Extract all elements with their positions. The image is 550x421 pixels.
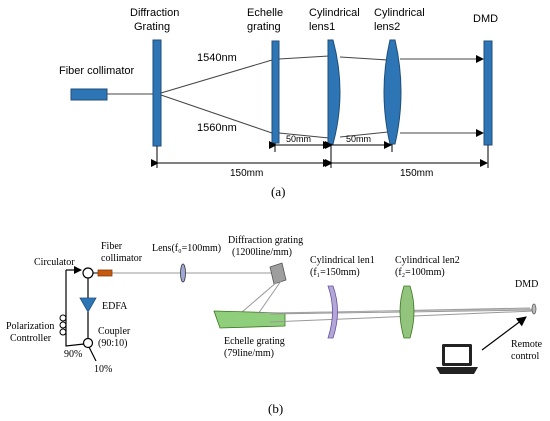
label-cyl-lens1-2: lens1 (309, 21, 335, 33)
label-diffraction-grating-1: Diffraction (130, 7, 179, 19)
label-cyl-lens2-2: lens2 (374, 21, 400, 33)
cylindrical-len1-b (327, 285, 338, 339)
beam-1540-a (160, 59, 273, 94)
label-cyl-len1-2: (f₁=150mm) (310, 267, 360, 278)
echelle-grating-a (271, 40, 280, 144)
fiber-coupler-90 (65, 270, 85, 347)
beam-1560-to-lens1 (278, 132, 330, 139)
beam-1540-to-lens1 (278, 55, 330, 60)
label-polarization-1: Polarization (6, 321, 54, 332)
label-cyl-lens1-1: Cylindrical (309, 7, 360, 19)
echelle-beam-top-fan2 (254, 308, 534, 314)
fiber-coupler-10 (88, 346, 97, 362)
label-echelle-b-1: Echelle grating (224, 336, 285, 347)
label-1560nm: 1560nm (197, 122, 237, 134)
label-remote-2: control (511, 351, 540, 362)
label-lens-f0: Lens(f₀=100mm) (152, 243, 221, 254)
cylindrical-len2-b (399, 285, 415, 339)
fiber-collimator-a (70, 88, 108, 101)
caption-b: (b) (268, 401, 283, 416)
label-fiber-2: collimator (101, 253, 143, 264)
circulator (82, 267, 94, 279)
label-port-90: 90% (64, 349, 82, 360)
label-echelle-b-2: (79line/mm) (224, 348, 274, 359)
diffraction-grating-a (152, 39, 162, 147)
label-diffraction-b-2: (1200line/mm) (232, 247, 292, 258)
polarization-controller-loops (59, 314, 67, 336)
panel-a: Diffraction Grating Echelle grating Cyli… (59, 7, 498, 199)
echelle-grating-b (213, 310, 286, 329)
caption-a: (a) (271, 184, 285, 199)
label-diffraction-grating-2: Grating (134, 21, 170, 33)
fiber-collimator-b (97, 269, 113, 277)
label-dmd-a: DMD (473, 13, 498, 25)
dmd-b (531, 303, 537, 315)
label-150mm-right: 150mm (400, 168, 433, 179)
label-50mm-right: 50mm (346, 134, 371, 144)
label-polarization-2: Controller (10, 333, 52, 344)
beam-1560-a (160, 94, 273, 134)
beam-1560-lens1-lens2 (339, 131, 389, 138)
label-50mm-left: 50mm (286, 134, 311, 144)
dmd-a (483, 40, 493, 146)
label-cyl-lens2-1: Cylindrical (374, 7, 425, 19)
label-cyl-len2-1: Cylindrical len2 (395, 255, 460, 266)
label-echelle-1: Echelle (247, 7, 283, 19)
label-edfa: EDFA (102, 301, 128, 312)
remote-control-arrow (481, 316, 527, 351)
label-port-10: 10% (94, 364, 112, 375)
label-cyl-len1-1: Cylindrical len1 (310, 255, 375, 266)
beam-1540-lens1-lens2 (339, 56, 389, 61)
label-circulator: Circulator (34, 257, 75, 268)
label-echelle-2: grating (247, 21, 281, 33)
label-fiber-1: Fiber (101, 241, 123, 252)
cylindrical-lens1-a (327, 39, 341, 145)
label-remote-1: Remote (511, 339, 543, 350)
label-diffraction-b-1: Diffraction grating (228, 235, 303, 246)
panel-b: Circulator Fiber collimator Lens(f₀=100m… (6, 235, 543, 416)
coupler (82, 337, 94, 349)
label-1540nm: 1540nm (197, 52, 237, 64)
grating-to-echelle-beam1 (241, 281, 278, 313)
cylindrical-lens2-a (383, 39, 402, 145)
laptop-icon (436, 344, 478, 374)
label-coupler-1: Coupler (98, 326, 131, 337)
label-fiber-collimator-a: Fiber collimator (59, 65, 135, 77)
label-cyl-len2-2: (f₂=100mm) (395, 267, 445, 278)
grating-to-echelle-beam2 (257, 280, 282, 315)
lens-f0 (180, 263, 186, 283)
label-dmd-b: DMD (515, 279, 538, 290)
label-coupler-2: (90:10) (98, 338, 127, 349)
edfa (79, 297, 97, 313)
label-150mm-left: 150mm (230, 168, 263, 179)
diffraction-grating-b (269, 262, 287, 285)
